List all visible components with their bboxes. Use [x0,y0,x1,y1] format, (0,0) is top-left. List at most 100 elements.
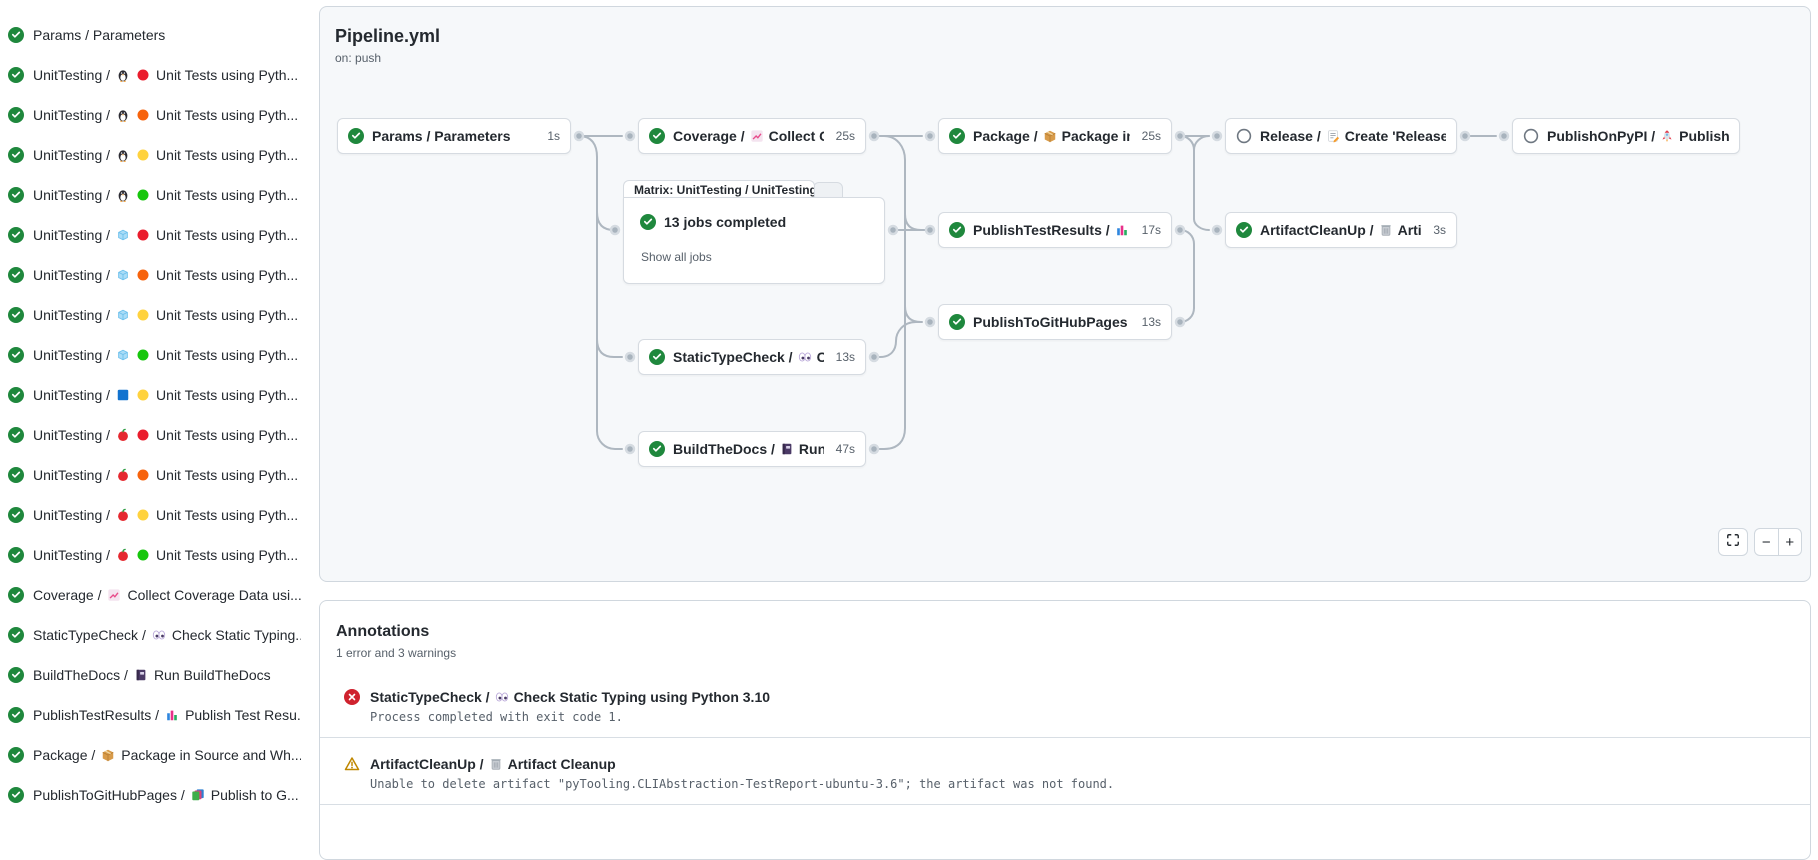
success-check-icon [8,467,24,483]
fullscreen-button[interactable] [1718,528,1748,556]
sidebar-job-item[interactable]: Coverage /Collect Coverage Data usi... [0,575,305,615]
graph-node-publish-on-pypi[interactable]: PublishOnPyPI /Publish to ... [1512,118,1740,154]
circle-green-icon [136,348,150,362]
blue-square-icon [116,388,130,402]
graph-node-publish-test-results[interactable]: PublishTestResults /Pu...17s [938,212,1172,248]
node-duration: 17s [1141,223,1161,237]
success-check-icon [649,441,665,457]
job-label: UnitTesting /Unit Tests using Pyth... [33,347,299,363]
sidebar-job-item[interactable]: UnitTesting /Unit Tests using Pyth... [0,95,305,135]
show-all-jobs-link[interactable]: Show all jobs [641,250,712,264]
job-label: PublishTestResults /Publish Test Resu... [33,707,301,723]
error-icon [344,689,360,705]
sidebar-job-item[interactable]: UnitTesting /Unit Tests using Pyth... [0,495,305,535]
sidebar-job-item[interactable]: UnitTesting /Unit Tests using Pyth... [0,375,305,415]
success-check-icon [8,67,24,83]
graph-node-release[interactable]: Release /Create 'Release P... [1225,118,1457,154]
sidebar-job-item[interactable]: UnitTesting /Unit Tests using Pyth... [0,215,305,255]
eyes-icon [495,690,509,704]
zoom-control: − + [1754,528,1802,556]
sidebar-job-item[interactable]: UnitTesting /Unit Tests using Pyth... [0,135,305,175]
zoom-out-button[interactable]: − [1755,529,1779,555]
package-box-icon [1043,129,1057,143]
job-label: Package /Package in Source and Wh... [33,747,301,763]
circle-orange-icon [136,468,150,482]
success-check-icon [8,307,24,323]
annotation-error-row: StaticTypeCheck /Check Static Typing usi… [320,671,1810,737]
success-check-icon [8,347,24,363]
circle-green-icon [136,188,150,202]
sidebar-job-item[interactable]: PublishToGitHubPages /Publish to G... [0,775,305,815]
apple-icon [116,548,130,562]
linux-penguin-icon [116,148,130,162]
ice-cube-icon [116,268,130,282]
node-duration: 13s [835,350,855,364]
annotation-job-link[interactable]: StaticTypeCheck /Check Static Typing usi… [370,689,771,705]
matrix-group-box[interactable]: 13 jobs completed Show all jobs [623,197,885,284]
eyes-icon [798,350,812,364]
sidebar-job-item[interactable]: UnitTesting /Unit Tests using Pyth... [0,535,305,575]
success-check-icon [8,587,24,603]
circle-yellow-icon [136,388,150,402]
sidebar-job-item[interactable]: UnitTesting /Unit Tests using Pyth... [0,175,305,215]
success-check-icon [8,147,24,163]
node-duration: 25s [1141,129,1161,143]
success-check-icon [8,107,24,123]
node-label: PublishToGitHubPages /... [973,314,1130,330]
success-check-icon [949,128,965,144]
bar-chart-icon [1115,223,1129,237]
sidebar-job-item[interactable]: UnitTesting /Unit Tests using Pyth... [0,255,305,295]
sidebar-job-item[interactable]: BuildTheDocs /Run BuildTheDocs [0,655,305,695]
chart-increasing-icon [107,588,121,602]
sidebar-job-item[interactable]: StaticTypeCheck /Check Static Typing... [0,615,305,655]
matrix-group-tab[interactable]: Matrix: UnitTesting / UnitTesting [623,180,815,200]
graph-node-artifact-cleanup[interactable]: ArtifactCleanUp /Artifac...3s [1225,212,1457,248]
job-label: Coverage /Collect Coverage Data usi... [33,587,301,603]
graph-node-coverage[interactable]: Coverage /Collect Cove...25s [638,118,866,154]
graph-node-static-type-check[interactable]: StaticTypeCheck /Chec... 13s [638,339,866,375]
sidebar-job-item[interactable]: PublishTestResults /Publish Test Resu... [0,695,305,735]
node-duration: 1s [547,129,560,143]
sidebar-job-item[interactable]: UnitTesting /Unit Tests using Pyth... [0,55,305,95]
sidebar-job-item[interactable]: UnitTesting /Unit Tests using Pyth... [0,415,305,455]
graph-node-publish-to-github-pages[interactable]: PublishToGitHubPages /...13s [938,304,1172,340]
success-check-icon [8,747,24,763]
node-label: Coverage /Collect Cove... [673,128,824,144]
job-label: UnitTesting /Unit Tests using Pyth... [33,227,299,243]
success-check-icon [8,707,24,723]
sidebar-job-item[interactable]: UnitTesting /Unit Tests using Pyth... [0,335,305,375]
fullscreen-icon [1726,533,1740,552]
graph-node-build-the-docs[interactable]: BuildTheDocs /Run Buil...47s [638,431,866,467]
chart-increasing-icon [750,129,764,143]
node-duration: 3s [1433,223,1446,237]
job-label: UnitTesting /Unit Tests using Pyth... [33,187,299,203]
job-label: UnitTesting /Unit Tests using Pyth... [33,107,299,123]
sidebar-job-item[interactable]: Package /Package in Source and Wh... [0,735,305,775]
success-check-icon [8,267,24,283]
job-label: UnitTesting /Unit Tests using Pyth... [33,267,299,283]
node-label: StaticTypeCheck /Chec... [673,349,824,365]
sidebar-job-item[interactable]: UnitTesting /Unit Tests using Pyth... [0,295,305,335]
circle-orange-icon [136,108,150,122]
layered-books-icon [191,788,205,802]
linux-penguin-icon [116,188,130,202]
sidebar-job-item[interactable]: UnitTesting /Unit Tests using Pyth... [0,455,305,495]
annotation-message: Process completed with exit code 1. [370,710,623,724]
success-check-icon [8,27,24,43]
circle-yellow-icon [136,148,150,162]
node-label: Package /Package in So... [973,128,1130,144]
success-check-icon [649,128,665,144]
success-check-icon [8,667,24,683]
annotation-job-link[interactable]: ArtifactCleanUp /Artifact Cleanup [370,756,616,772]
apple-icon [116,468,130,482]
success-check-icon [640,214,656,230]
sidebar-job-item[interactable]: Params / Parameters [0,15,305,55]
success-check-icon [8,387,24,403]
success-check-icon [8,627,24,643]
zoom-in-button[interactable]: + [1785,533,1795,551]
graph-node-package[interactable]: Package /Package in So... 25s [938,118,1172,154]
job-label: UnitTesting /Unit Tests using Pyth... [33,307,299,323]
